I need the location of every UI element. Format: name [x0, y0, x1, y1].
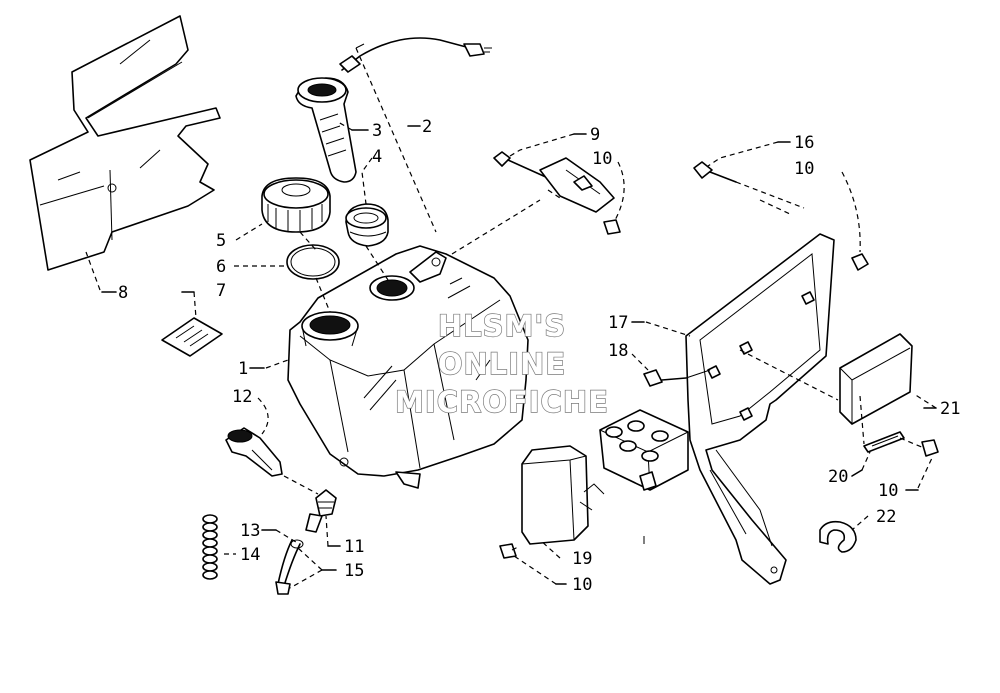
callout-1: 1 — [238, 359, 248, 379]
callout-7: 7 — [216, 281, 226, 301]
callout-5: 5 — [216, 231, 226, 251]
nut-right-part — [921, 439, 939, 457]
fitting-part — [305, 489, 337, 533]
callout-20: 20 — [828, 467, 848, 487]
callout-labels: 1 2 3 4 5 6 7 8 9 10 10 10 10 11 12 13 1… — [118, 117, 960, 595]
callout-4: 4 — [372, 147, 382, 167]
callout-6: 6 — [216, 257, 226, 277]
callout-9: 9 — [590, 125, 600, 145]
fuel-tank-part — [287, 245, 529, 489]
decal-part — [161, 317, 223, 357]
fuel-cap-part — [261, 177, 331, 233]
bracket-bolt-part — [493, 151, 621, 235]
callout-16: 16 — [794, 133, 814, 153]
leader-lines — [85, 121, 937, 589]
watermark-line-1: HLSM'S — [438, 309, 566, 343]
callout-17: 17 — [608, 313, 628, 333]
callout-21: 21 — [940, 399, 960, 419]
callout-10-top-right: 10 — [794, 159, 814, 179]
heat-shield-part — [29, 15, 221, 271]
bar-part — [859, 395, 925, 453]
callout-10-right: 10 — [878, 481, 898, 501]
clip-part — [819, 520, 857, 553]
grommet-part — [345, 203, 389, 247]
callout-18: 18 — [608, 341, 628, 361]
callout-14: 14 — [240, 545, 260, 565]
strap-part — [225, 427, 283, 477]
callout-11: 11 — [344, 537, 364, 557]
callout-12: 12 — [232, 387, 252, 407]
callout-13: 13 — [240, 521, 260, 541]
callout-19: 19 — [572, 549, 592, 569]
hose-part — [275, 539, 304, 595]
terminal-block-part — [599, 409, 689, 544]
callout-10-bottom: 10 — [572, 575, 592, 595]
relay-cover-part — [521, 445, 605, 545]
box-part — [739, 333, 913, 425]
nut-bottom-part — [499, 543, 521, 559]
callout-22: 22 — [876, 507, 896, 527]
watermark-line-2: ONLINE — [438, 347, 566, 381]
support-bracket-part — [685, 233, 835, 585]
o-ring-part — [286, 244, 340, 280]
spring-part — [202, 514, 218, 580]
callout-8: 8 — [118, 283, 128, 303]
callout-15: 15 — [344, 561, 364, 581]
fuel-gauge-part — [295, 37, 492, 233]
callout-3: 3 — [372, 121, 382, 141]
callout-10-top-middle: 10 — [592, 149, 612, 169]
mount-bolt-part — [693, 161, 869, 271]
callout-2: 2 — [422, 117, 432, 137]
nut-part — [643, 369, 687, 387]
watermark-line-3: MICROFICHE — [395, 385, 609, 419]
watermark: HLSM'S ONLINE MICROFICHE — [394, 308, 609, 419]
